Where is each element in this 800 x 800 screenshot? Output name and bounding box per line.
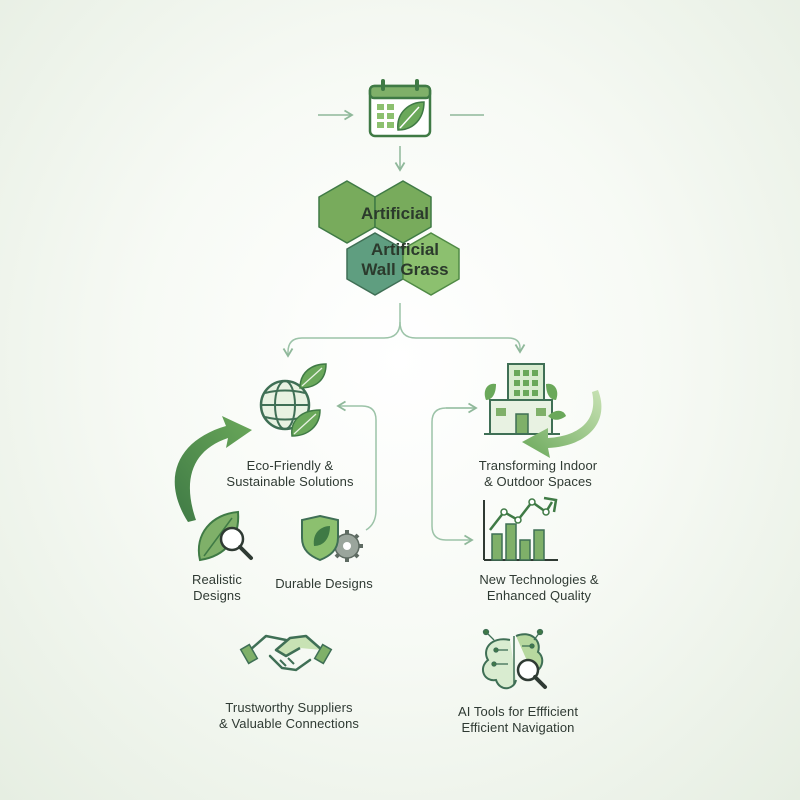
- node-new-technologies: New Technologies & Enhanced Quality: [444, 572, 634, 604]
- node-trustworthy-line2: & Valuable Connections: [219, 716, 359, 731]
- green-building-icon: [484, 363, 566, 435]
- connector-durable-to-eco: [336, 400, 377, 531]
- node-eco-line2: Sustainable Solutions: [226, 474, 354, 489]
- node-transforming-line1: Transforming Indoor: [478, 458, 598, 473]
- shield-gear-icon: [301, 514, 363, 562]
- handshake-icon: [239, 634, 333, 672]
- globe-leaves-icon: [259, 363, 327, 437]
- node-eco-line1: Eco-Friendly &: [246, 458, 334, 473]
- hexagon-bottom-right: [402, 232, 460, 296]
- hex-label-bottom-line1: Artificial: [370, 240, 440, 259]
- node-aitools-line2: Efficient Navigation: [461, 720, 575, 735]
- node-transforming-line2: & Outdoor Spaces: [484, 474, 592, 489]
- hexagon-top-right: [374, 180, 432, 244]
- hex-label-bottom: Artificial Wall Grass: [350, 240, 460, 280]
- connector-right-bracket: [431, 407, 474, 546]
- calendar-leaf-icon: [318, 79, 484, 138]
- node-realistic-line1: Realistic: [191, 572, 243, 587]
- node-trustworthy-line1: Trustworthy Suppliers: [225, 700, 353, 715]
- node-trustworthy-suppliers: Trustworthy Suppliers & Valuable Connect…: [196, 700, 382, 732]
- split-connector-right: [399, 321, 526, 354]
- node-newtech-line1: New Technologies &: [479, 572, 599, 587]
- node-durable-line1: Durable Designs: [275, 576, 373, 591]
- node-durable-designs: Durable Designs: [264, 576, 384, 592]
- hexagon-cluster: [318, 180, 460, 296]
- hex-label-bottom-line2: Wall Grass: [361, 260, 449, 279]
- curved-arrow-left: [174, 416, 252, 522]
- node-ai-tools: AI Tools for Effficient Efficient Naviga…: [428, 704, 608, 736]
- leaf-magnifier-icon: [197, 510, 253, 562]
- node-aitools-line1: AI Tools for Effficient: [457, 704, 579, 719]
- brain-magnifier-icon: [481, 628, 547, 690]
- node-realistic-line2: Designs: [193, 588, 241, 603]
- node-newtech-line2: Enhanced Quality: [486, 588, 592, 603]
- node-transforming-spaces: Transforming Indoor & Outdoor Spaces: [448, 458, 628, 490]
- node-eco-friendly: Eco-Friendly & Sustainable Solutions: [210, 458, 370, 490]
- growth-chart-icon: [483, 496, 558, 561]
- hex-label-top: Artificial: [340, 204, 450, 224]
- node-realistic-designs: Realistic Designs: [172, 572, 262, 604]
- split-connector: [282, 303, 401, 358]
- hex-label-top-text: Artificial: [360, 204, 430, 223]
- curved-arrow-right: [522, 390, 602, 458]
